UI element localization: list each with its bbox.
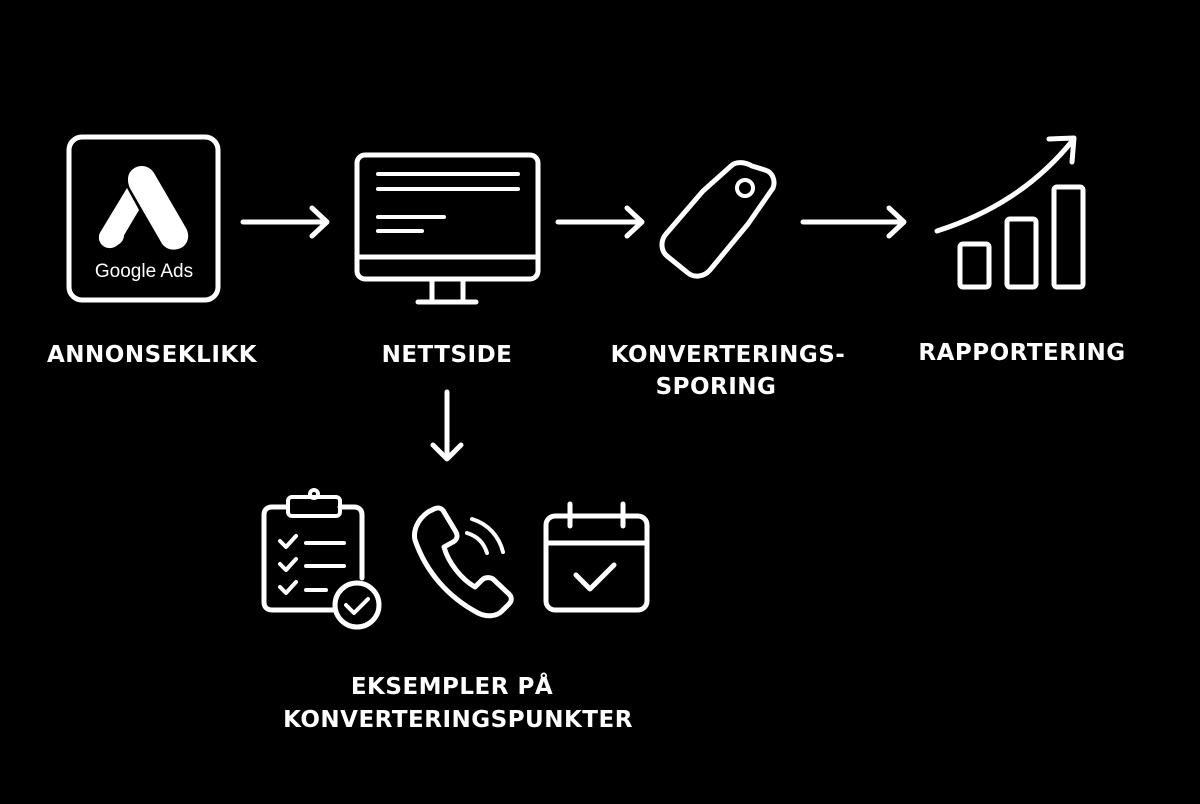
growth-bar-chart-icon — [934, 135, 1086, 290]
monitor-icon — [354, 152, 541, 305]
arrow-right-icon — [555, 205, 645, 239]
price-tag-icon — [659, 160, 777, 279]
step-label-website: NETTSIDE — [382, 342, 513, 368]
clipboard-checklist-icon — [261, 488, 382, 630]
step-label-reporting: RAPPORTERING — [918, 340, 1125, 366]
arrow-right-icon — [240, 205, 330, 239]
phone-call-icon — [412, 505, 514, 619]
arrow-right-icon — [800, 205, 907, 239]
conversion-points-label-line1: EKSEMPLER PÅ — [351, 672, 553, 700]
calendar-check-icon — [543, 501, 650, 613]
arrow-down-icon — [430, 389, 464, 462]
conversion-points-label-line2: KONVERTERINGSPUNKTER — [283, 707, 633, 733]
step-label-ad-click: ANNONSEKLIKK — [47, 342, 258, 368]
step-label-tracking-line1: KONVERTERINGS- — [611, 342, 846, 368]
step-label-tracking-line2: SPORING — [656, 374, 777, 400]
google-ads-logo-text: Google Ads — [95, 261, 193, 282]
google-ads-logo-icon: Google Ads — [66, 134, 221, 303]
